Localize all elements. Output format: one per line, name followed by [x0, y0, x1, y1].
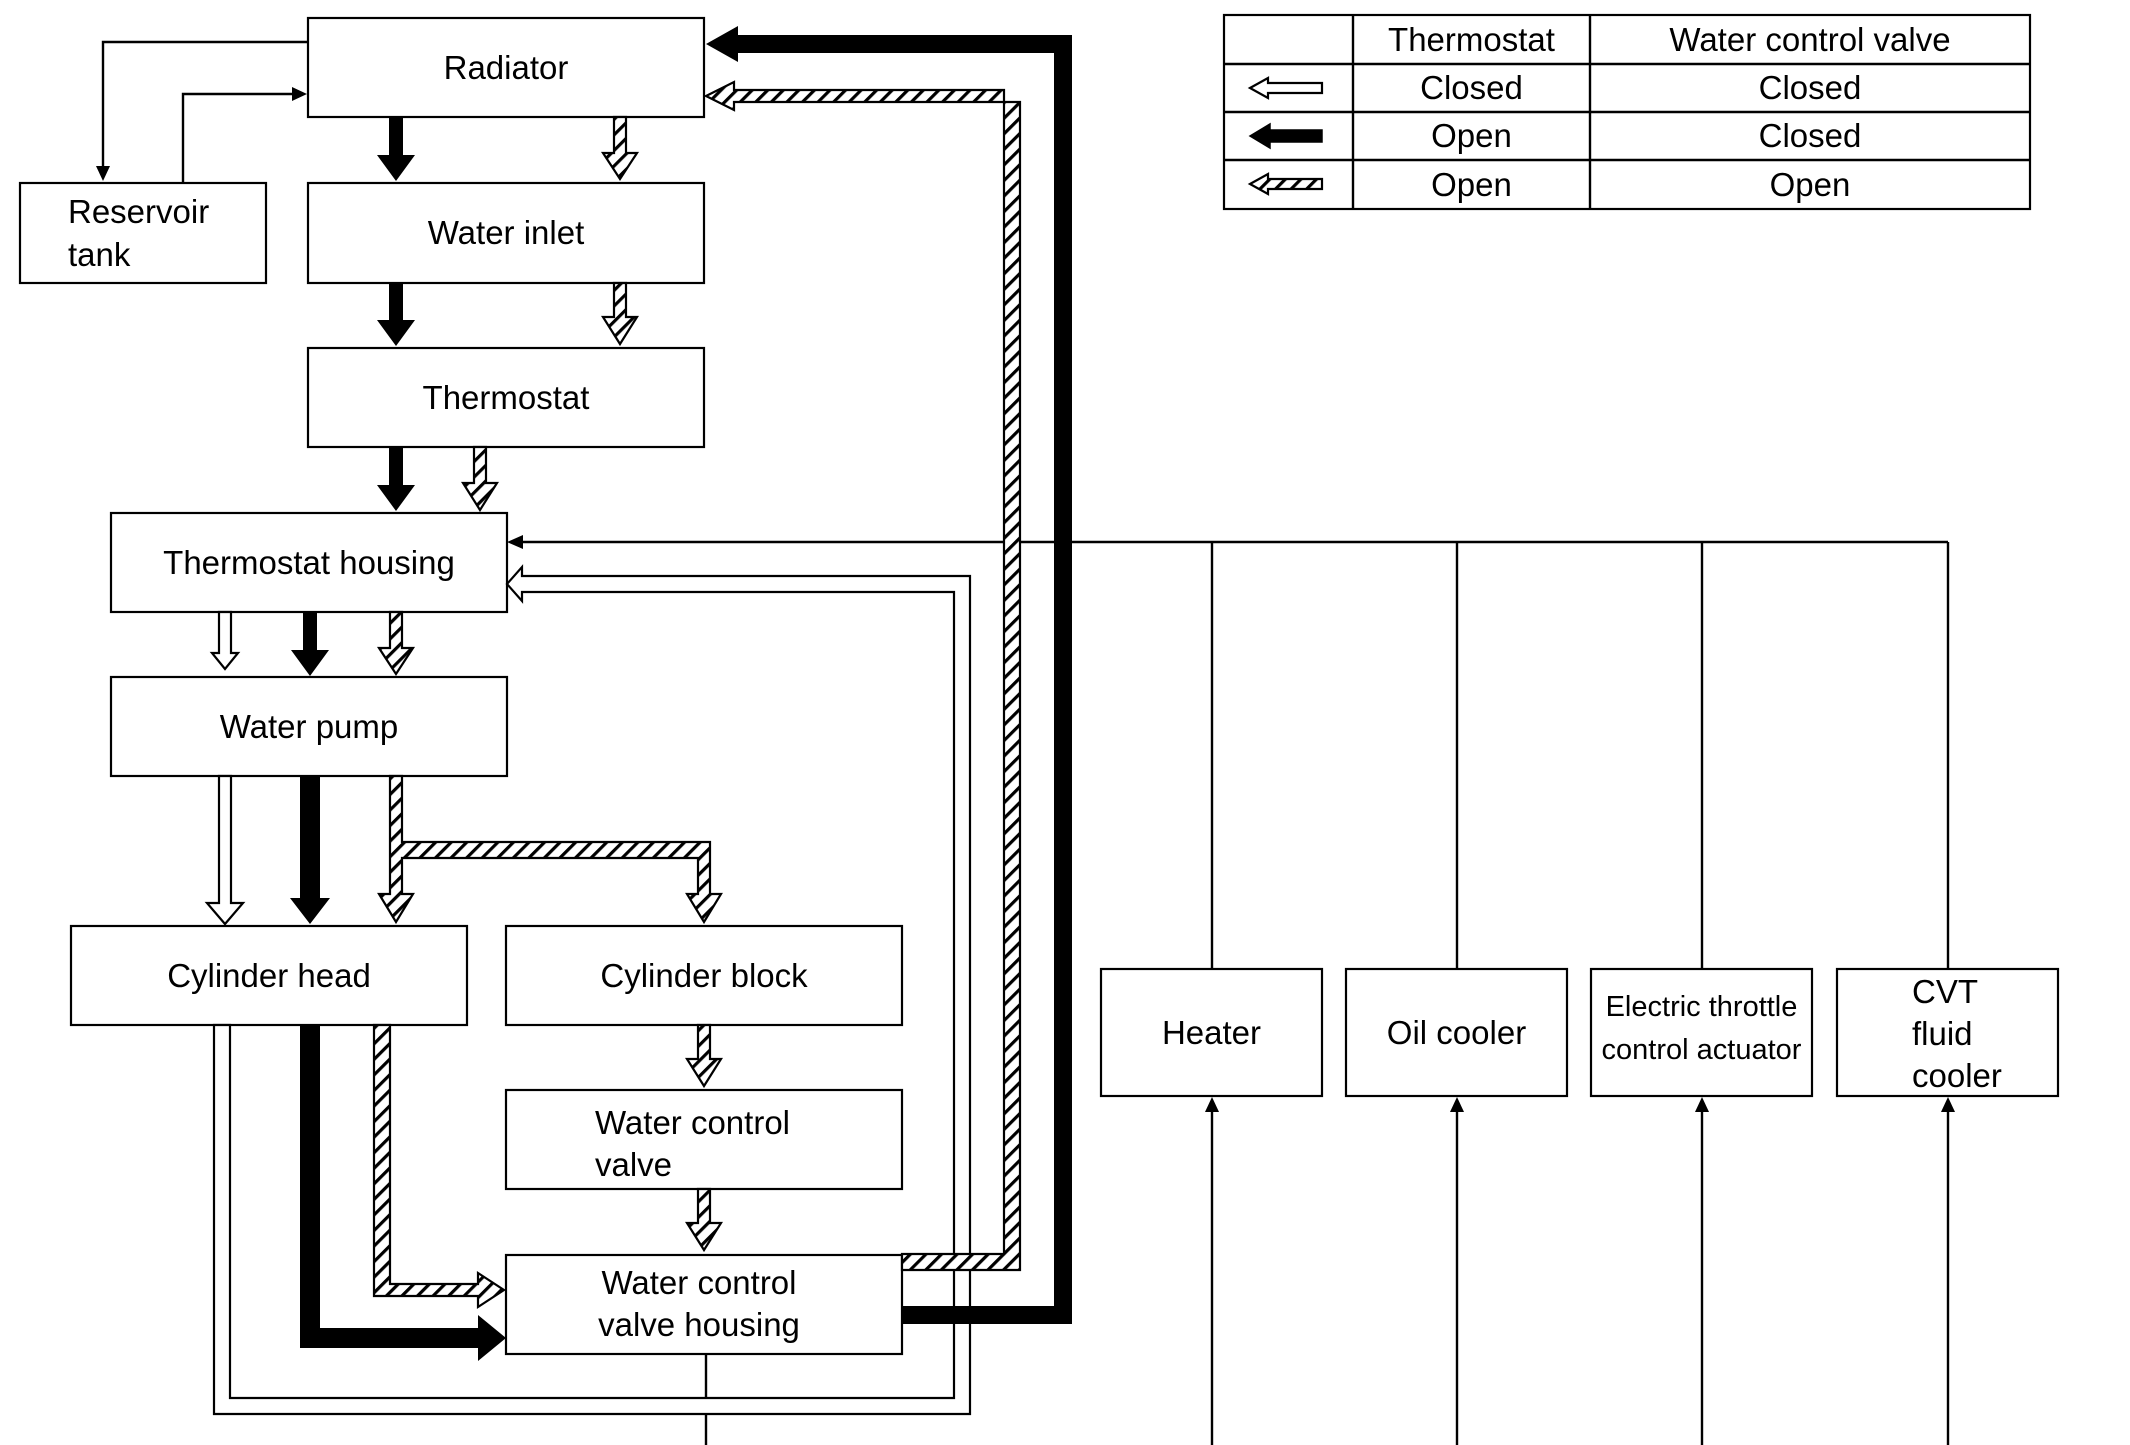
legend-row1-thermostat: Closed: [1420, 69, 1523, 107]
heater-box: [1099, 967, 1324, 1098]
water-pump-label: Water pump: [219, 707, 399, 745]
electric-throttle-actuator-box: [1589, 967, 1814, 1098]
legend-row3-valve: Open: [1769, 165, 1851, 203]
cylinder-block-label: Cylinder block: [600, 956, 808, 994]
thermostat-box: [306, 346, 706, 449]
water-inlet-box: [306, 181, 706, 285]
radiator-box: [306, 16, 706, 119]
solid-arrow-icon: [1248, 122, 1323, 150]
cvt-label-line2: fluid: [1912, 1015, 1973, 1053]
electric-throttle-label-line1: Electric throttle: [1605, 990, 1798, 1023]
legend-row1-valve: Closed: [1758, 69, 1862, 107]
electric-throttle-label-line2: control actuator: [1601, 1033, 1802, 1066]
cylinder-head-box: [69, 924, 469, 1027]
cvt-label-line3: cooler: [1912, 1057, 2002, 1095]
water-control-valve-housing-box: [504, 1253, 904, 1356]
water-control-valve-label-line2: valve: [595, 1146, 673, 1184]
cylinder-head-label: Cylinder head: [167, 956, 371, 994]
reservoir-tank-label-line2: tank: [68, 236, 131, 274]
auxiliary-circuit-lines: [507, 535, 1955, 1445]
thermostat-label: Thermostat: [422, 378, 590, 416]
legend-header-valve: Water control valve: [1669, 20, 1951, 58]
water-control-valve-housing-label-line1: Water control: [601, 1264, 797, 1302]
water-inlet-label: Water inlet: [427, 214, 585, 252]
legend-table: [1222, 13, 2032, 211]
reservoir-lines: [96, 40, 308, 183]
cylinder-block-box: [504, 924, 904, 1027]
legend-row2-thermostat: Open: [1431, 117, 1512, 155]
legend-header-thermostat: Thermostat: [1388, 20, 1555, 58]
water-pump-box: [109, 675, 509, 778]
reservoir-tank-box: [18, 181, 268, 285]
thermostat-open-flow-solid: [290, 26, 1072, 1361]
radiator-label: Radiator: [443, 48, 569, 86]
heater-label: Heater: [1161, 1013, 1262, 1051]
thermostat-housing-label: Thermostat housing: [163, 543, 455, 581]
legend-row2-valve: Closed: [1758, 117, 1862, 155]
water-control-valve-housing-label-line2: valve housing: [598, 1306, 800, 1344]
reservoir-tank-label-line1: Reservoir: [68, 193, 210, 231]
outline-arrow-icon: [1247, 76, 1324, 100]
valve-open-flow-hatched: [372, 80, 1022, 1310]
cvt-label-line1: CVT: [1912, 973, 1978, 1011]
oil-cooler-box: [1344, 967, 1569, 1098]
hatched-arrow-icon: [1247, 172, 1324, 196]
bypass-flow-outline: [204, 564, 972, 1416]
oil-cooler-label: Oil cooler: [1386, 1013, 1527, 1051]
legend-row3-thermostat: Open: [1431, 165, 1512, 203]
water-control-valve-label-line1: Water control: [595, 1104, 791, 1142]
